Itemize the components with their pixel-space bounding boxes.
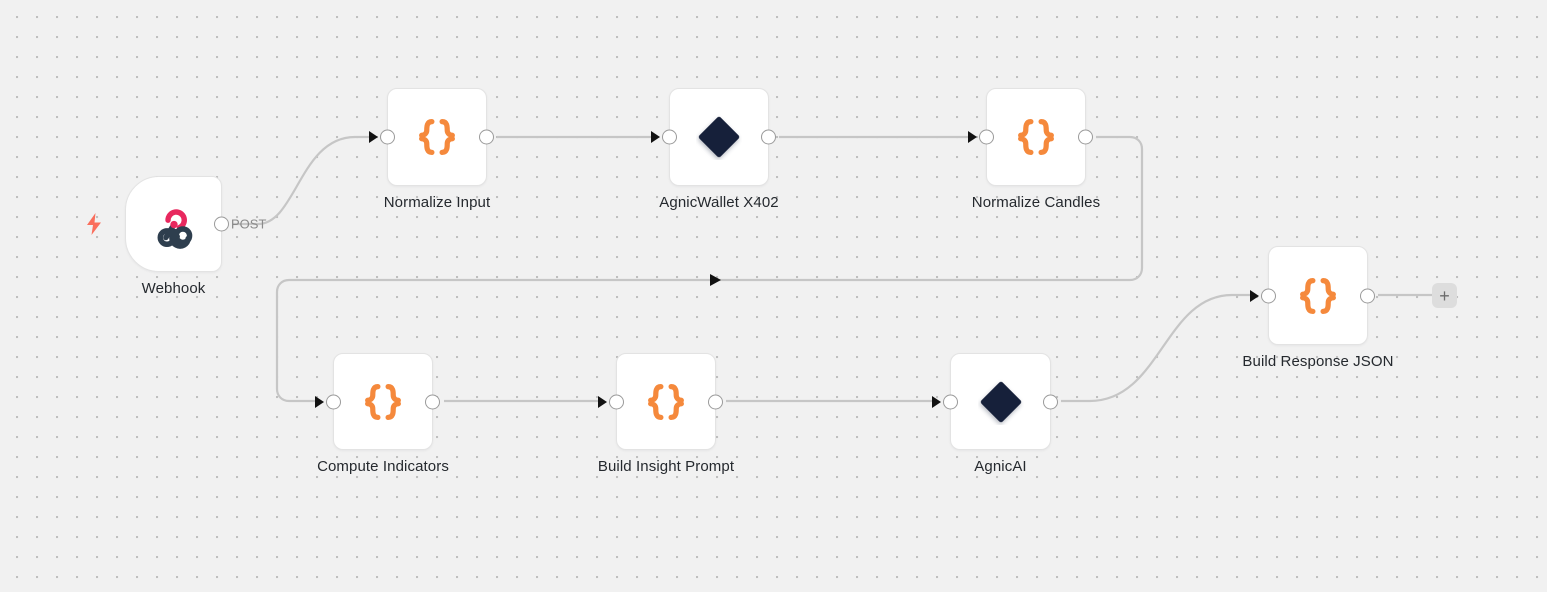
edge-webhook-to-normalize-input	[233, 135, 369, 226]
node-webhook[interactable]: POST Webhook	[125, 176, 266, 297]
input-arrow-icon	[1250, 289, 1259, 302]
node-normalize-candles[interactable]: Normalize Candles	[968, 88, 1100, 211]
build-response-json-output-port[interactable]	[1360, 288, 1375, 303]
node-label-agnicai: AgnicAI	[974, 458, 1027, 475]
node-label-build-response-json: Build Response JSON	[1242, 353, 1394, 370]
input-arrow-icon	[968, 131, 977, 143]
code-braces-icon	[641, 377, 691, 427]
node-normalize-input[interactable]: Normalize Input	[369, 88, 494, 211]
input-arrow-icon	[651, 131, 660, 143]
node-label-compute-indicators: Compute Indicators	[317, 458, 449, 475]
return-edge-arrowhead	[710, 274, 721, 286]
node-build-insight-prompt[interactable]: Build Insight Prompt	[598, 353, 734, 475]
compute-indicators-input-port[interactable]	[326, 394, 341, 409]
diamond-icon	[696, 114, 742, 160]
node-label-build-insight-prompt: Build Insight Prompt	[597, 458, 735, 475]
webhook-output-caption: POST	[231, 216, 267, 232]
build-insight-prompt-output-port[interactable]	[708, 394, 723, 409]
agnicwallet-output-port[interactable]	[761, 129, 776, 145]
node-label-normalize-input: Normalize Input	[383, 194, 491, 211]
node-agnicwallet-x402[interactable]: AgnicWallet X402	[651, 88, 779, 211]
node-label-webhook: Webhook	[141, 280, 206, 297]
input-arrow-icon	[315, 395, 324, 408]
agnicai-input-port[interactable]	[943, 394, 958, 409]
normalize-candles-output-port[interactable]	[1078, 129, 1093, 145]
input-arrow-icon	[369, 131, 378, 143]
input-arrow-icon	[932, 395, 941, 408]
normalize-candles-input-port[interactable]	[979, 129, 994, 145]
plus-icon: +	[1439, 285, 1450, 306]
normalize-input-input-port[interactable]	[380, 129, 395, 145]
node-agnicai[interactable]: AgnicAI	[932, 353, 1058, 475]
webhook-output-port[interactable]	[214, 216, 229, 232]
code-braces-icon	[1293, 271, 1343, 321]
code-braces-icon	[358, 377, 408, 427]
node-label-normalize-candles: Normalize Candles	[971, 194, 1101, 211]
node-build-response-json[interactable]: Build Response JSON	[1242, 246, 1393, 370]
webhook-icon	[148, 198, 200, 250]
compute-indicators-output-port[interactable]	[425, 394, 440, 409]
build-insight-prompt-input-port[interactable]	[609, 394, 624, 409]
edge-agnicai-to-build-response-json	[1061, 293, 1250, 403]
node-compute-indicators[interactable]: Compute Indicators	[315, 353, 449, 475]
code-braces-icon	[1011, 112, 1061, 162]
node-label-agnicwallet-x402: AgnicWallet X402	[659, 194, 779, 211]
build-response-json-input-port[interactable]	[1261, 288, 1276, 303]
add-node-button[interactable]: +	[1432, 283, 1457, 308]
agnicwallet-input-port[interactable]	[662, 129, 677, 145]
lightning-bolt-icon	[84, 212, 104, 236]
input-arrow-icon	[598, 395, 607, 408]
normalize-input-output-port[interactable]	[479, 129, 494, 145]
diamond-icon	[978, 379, 1024, 425]
agnicai-output-port[interactable]	[1043, 394, 1058, 409]
code-braces-icon	[412, 112, 462, 162]
